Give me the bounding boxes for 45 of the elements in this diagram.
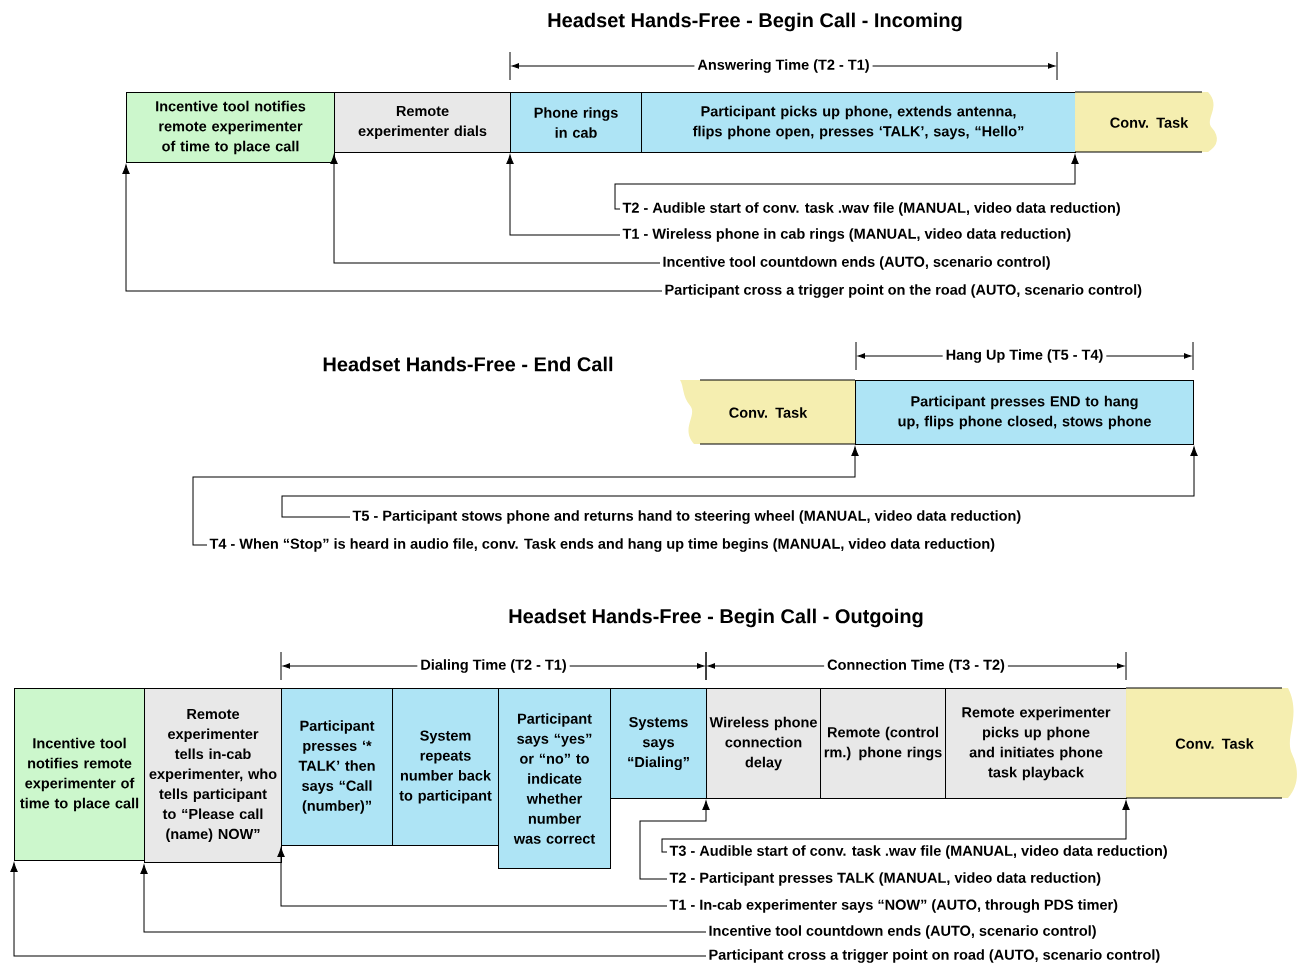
event-annotation: T1 - In-cab experimenter says “NOW” (AUTO, through PDS timer) xyxy=(669,899,1118,913)
leader-arrow xyxy=(277,847,668,907)
event-annotation: Incentive tool countdown ends (AUTO, scenario control) xyxy=(709,925,1096,939)
event-annotation: T2 - Audible start of conv. task .wav file (MANUAL, video data reduction) xyxy=(622,202,1120,216)
step-box: Remote experimenter picks up phone and initiates phone task playback xyxy=(945,688,1127,799)
step-box: Participant says “yes” or “no” to indicate whether number was correct xyxy=(498,688,611,869)
step-box: Participant presses END to hang up, flips phone closed, stows phone xyxy=(855,380,1194,445)
leader-arrow xyxy=(281,446,1198,518)
event-annotation: T2 - Participant presses TALK (MANUAL, video data reduction) xyxy=(669,872,1101,886)
leader-arrow xyxy=(10,862,707,957)
event-annotation: T3 - Audible start of conv. task .wav file (MANUAL, video data reduction) xyxy=(669,845,1167,859)
dimension-label: Answering Time (T2 - T1) xyxy=(694,56,873,76)
leader-arrow xyxy=(122,164,663,292)
step-box: Phone rings in cab xyxy=(510,92,642,153)
step-box: Wireless phone connection delay xyxy=(706,688,821,799)
step-box: Participant presses ‘* TALK’ then says “Call (number)” xyxy=(281,688,393,846)
dimension-label: Dialing Time (T2 - T1) xyxy=(417,656,570,676)
event-annotation: T4 - When “Stop” is heard in audio file, conv. Task ends and hang up time begins (MANUAL, video data reduction) xyxy=(209,538,995,552)
event-annotation: T5 - Participant stows phone and returns hand to steering wheel (MANUAL, video data reduction) xyxy=(352,510,1021,524)
step-box: Remote experimenter dials xyxy=(334,92,511,153)
step-box: Remote (control rm.) phone rings xyxy=(820,688,946,799)
step-box: Incentive tool notifies remote experimenter of time to place call xyxy=(126,92,335,163)
leader-arrow xyxy=(330,154,661,264)
step-box: Systems says “Dialing” xyxy=(610,688,707,799)
task-band: Conv. Task xyxy=(1125,687,1297,799)
leader-arrow xyxy=(140,864,707,933)
leader-arrow xyxy=(661,800,1130,853)
task-band: Conv. Task xyxy=(1074,91,1217,153)
leader-arrow xyxy=(614,154,1079,210)
step-box: Incentive tool notifies remote experimenter of time to place call xyxy=(14,688,145,861)
section-title: Headset Hands-Free - Begin Call - Outgoing xyxy=(509,608,923,628)
event-annotation: Participant cross a trigger point on the road (AUTO, scenario control) xyxy=(665,284,1142,298)
event-annotation: T1 - Wireless phone in cab rings (MANUAL, video data reduction) xyxy=(622,228,1071,242)
dimension-label: Connection Time (T3 - T2) xyxy=(824,656,1008,676)
section-title: Headset Hands-Free - End Call xyxy=(323,356,613,372)
step-box: Remote experimenter tells in-cab experimenter, who tells participant to “Please call (name) NOW” xyxy=(144,688,282,863)
event-annotation: Participant cross a trigger point on road (AUTO, scenario control) xyxy=(709,949,1160,963)
leader-arrow xyxy=(639,800,710,880)
leader-arrow xyxy=(506,154,621,236)
task-band: Conv. Task xyxy=(680,379,856,445)
leader-arrow xyxy=(192,446,859,546)
event-annotation: Incentive tool countdown ends (AUTO, scenario control) xyxy=(663,256,1050,270)
section-title: Headset Hands-Free - Begin Call - Incoming xyxy=(548,12,962,32)
step-box: System repeats number back to participant xyxy=(392,688,499,846)
dimension-label: Hang Up Time (T5 - T4) xyxy=(942,346,1107,366)
